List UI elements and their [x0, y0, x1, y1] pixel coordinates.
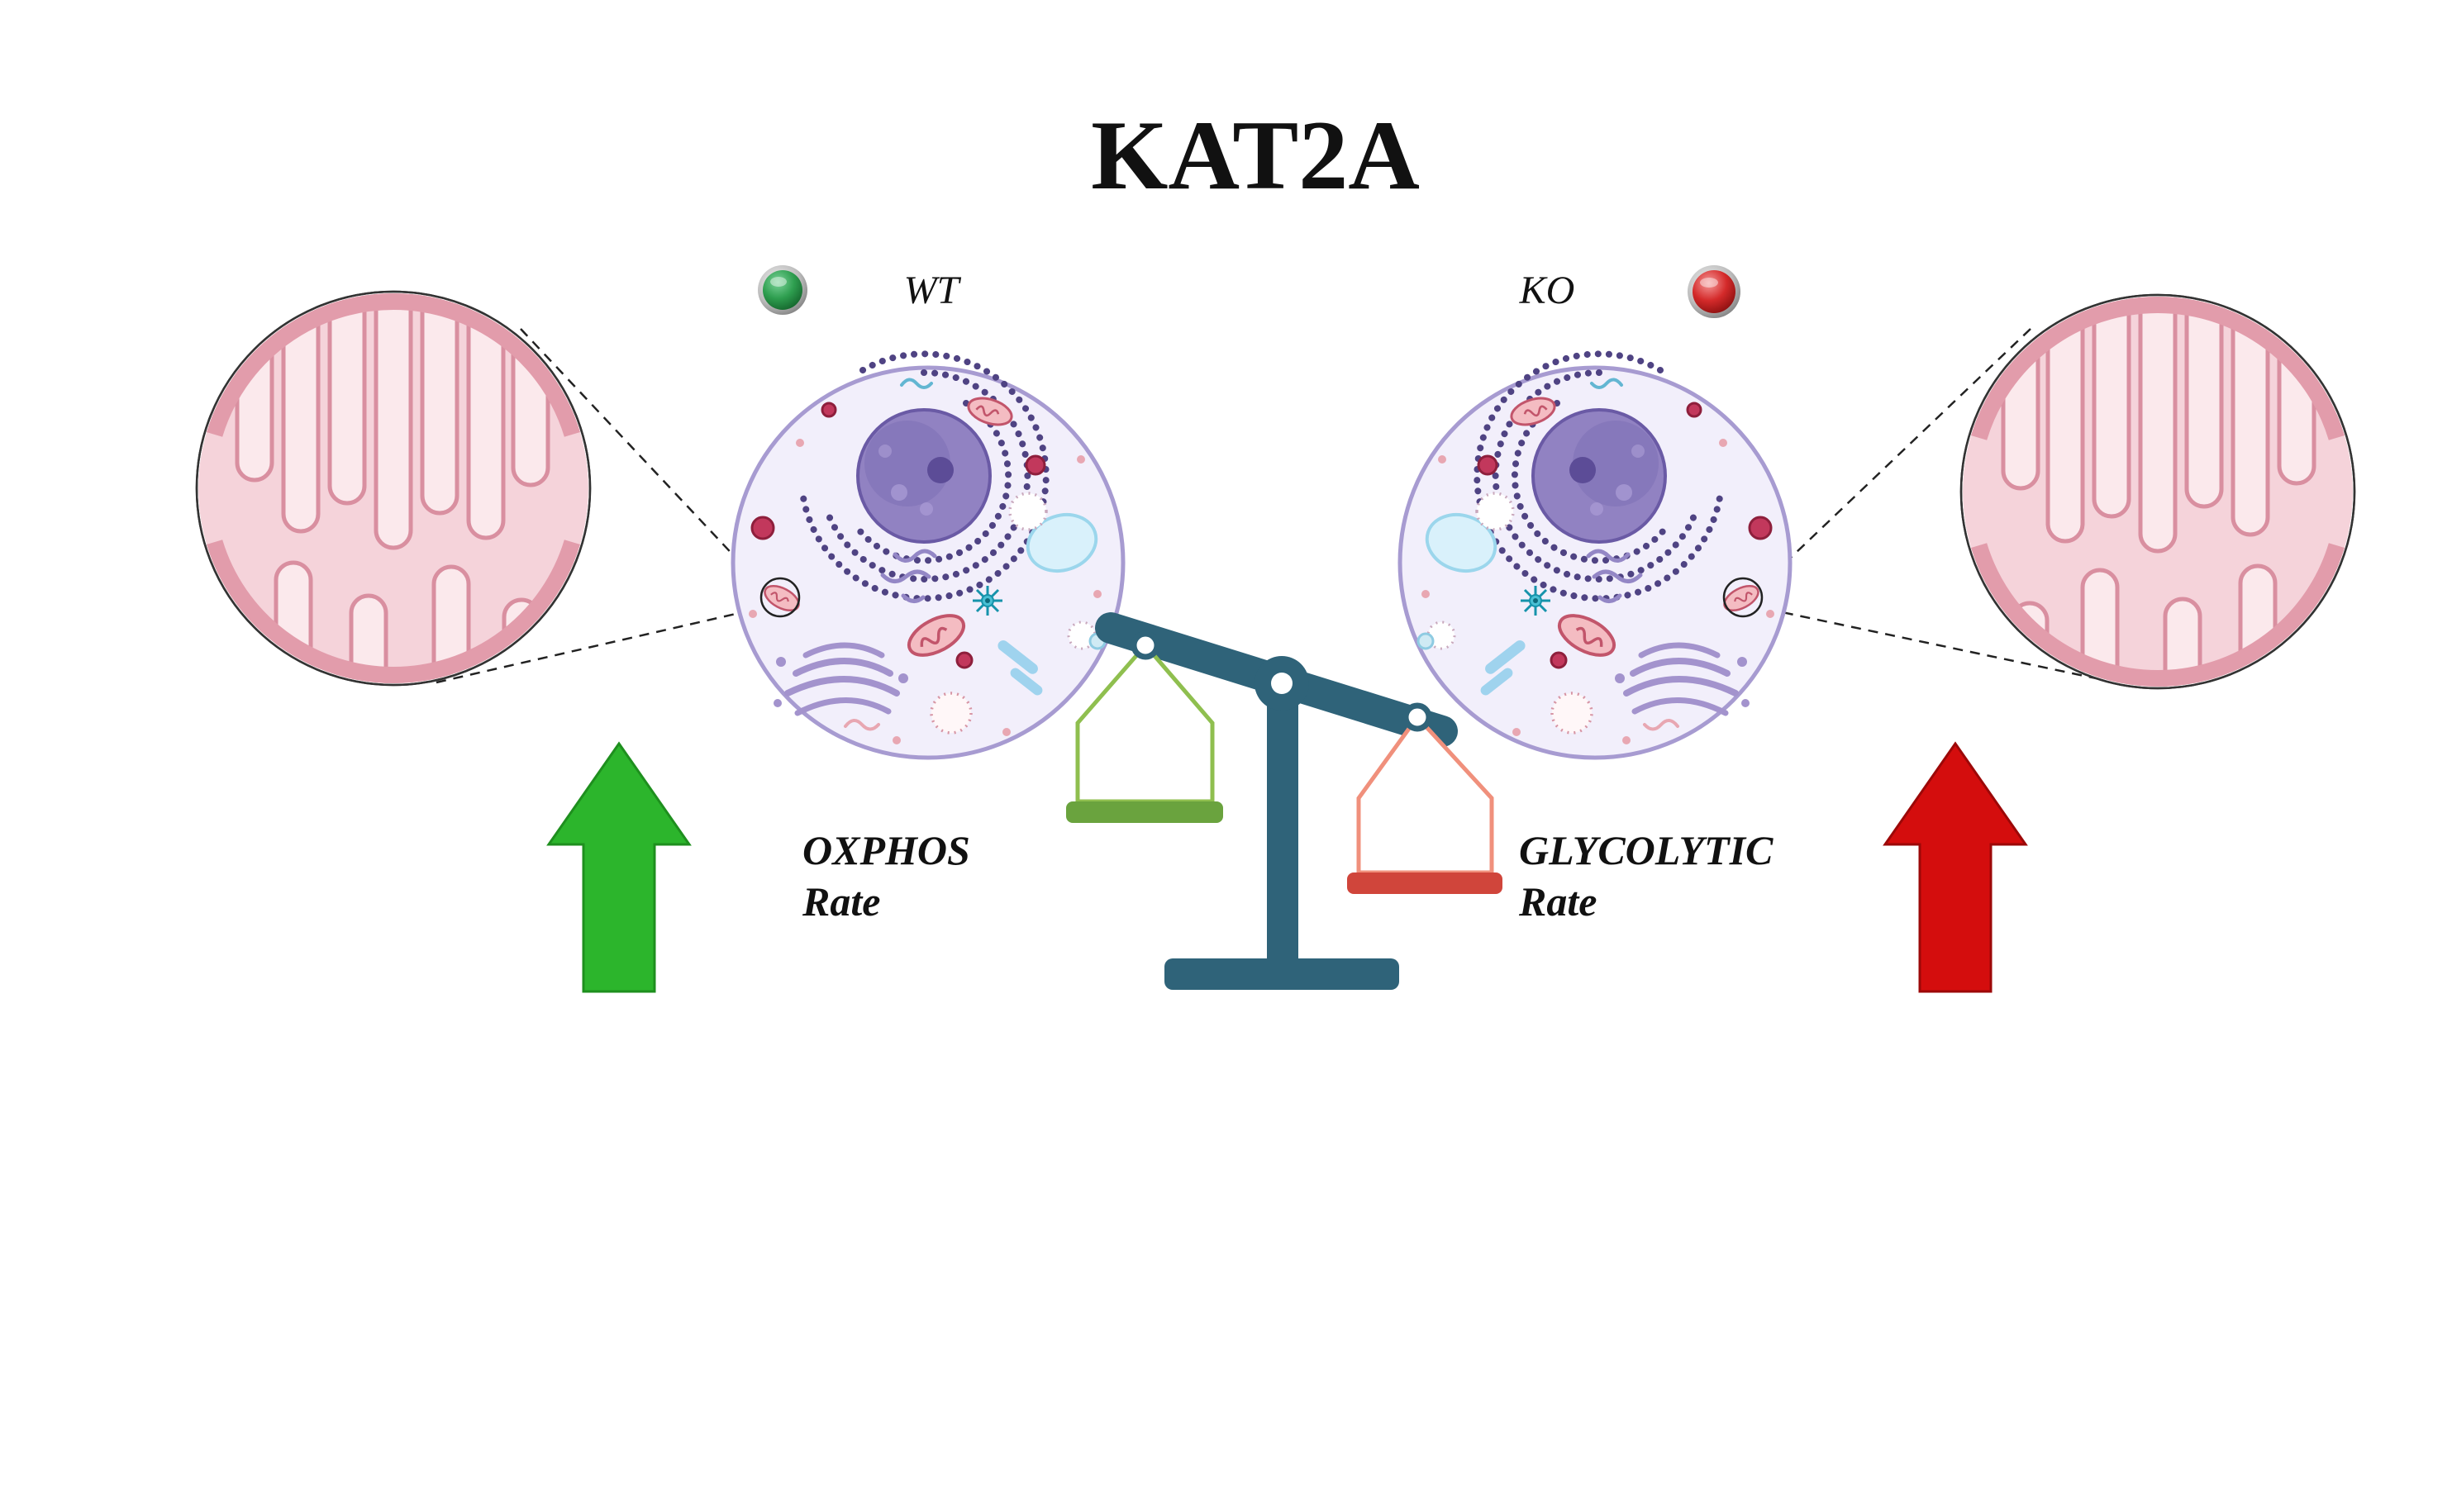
- zoom-connector-lines: [436, 328, 2116, 684]
- oxphos-pan: [1066, 642, 1223, 823]
- scale-right-hinge: [1402, 702, 1432, 732]
- oxphos-pan-base: [1066, 801, 1223, 823]
- oxphos-line2: Rate: [802, 878, 880, 925]
- scale-post: [1267, 683, 1298, 972]
- wt-mito-highlight-ring: [759, 577, 801, 618]
- ko-cell: [1400, 354, 1790, 758]
- green-button-icon: [758, 265, 807, 315]
- scale-pivot-center: [1271, 673, 1293, 694]
- glycolytic-pan: [1347, 714, 1502, 894]
- wt-cell: [733, 354, 1123, 758]
- ko-up-arrow-icon: [1883, 741, 2028, 993]
- wt-up-arrow-icon: [546, 741, 692, 993]
- ko-label: KO: [1519, 269, 1575, 312]
- glycolytic-line2: Rate: [1518, 878, 1597, 925]
- glycolytic-pan-base: [1347, 872, 1502, 894]
- oxphos-line1: OXPHOS: [802, 827, 970, 873]
- red-button-icon: [1688, 265, 1740, 318]
- glycolytic-pan-wire: [1356, 714, 1494, 875]
- balance-scale: [1066, 612, 1502, 990]
- ko-mito-highlight-ring: [1722, 577, 1764, 618]
- scale-left-hinge: [1131, 630, 1160, 660]
- glycolytic-rate-label: GLYCOLYTIC Rate: [1518, 827, 1774, 925]
- ko-mitochondrion-zoom: [1961, 277, 2354, 851]
- scale-base: [1164, 958, 1399, 990]
- glycolytic-line1: GLYCOLYTIC: [1519, 827, 1774, 873]
- wt-mitochondrion-zoom: [197, 273, 590, 848]
- figure-title: KAT2A: [1091, 100, 1420, 210]
- wt-label: WT: [904, 269, 962, 312]
- oxphos-rate-label: OXPHOS Rate: [802, 827, 970, 925]
